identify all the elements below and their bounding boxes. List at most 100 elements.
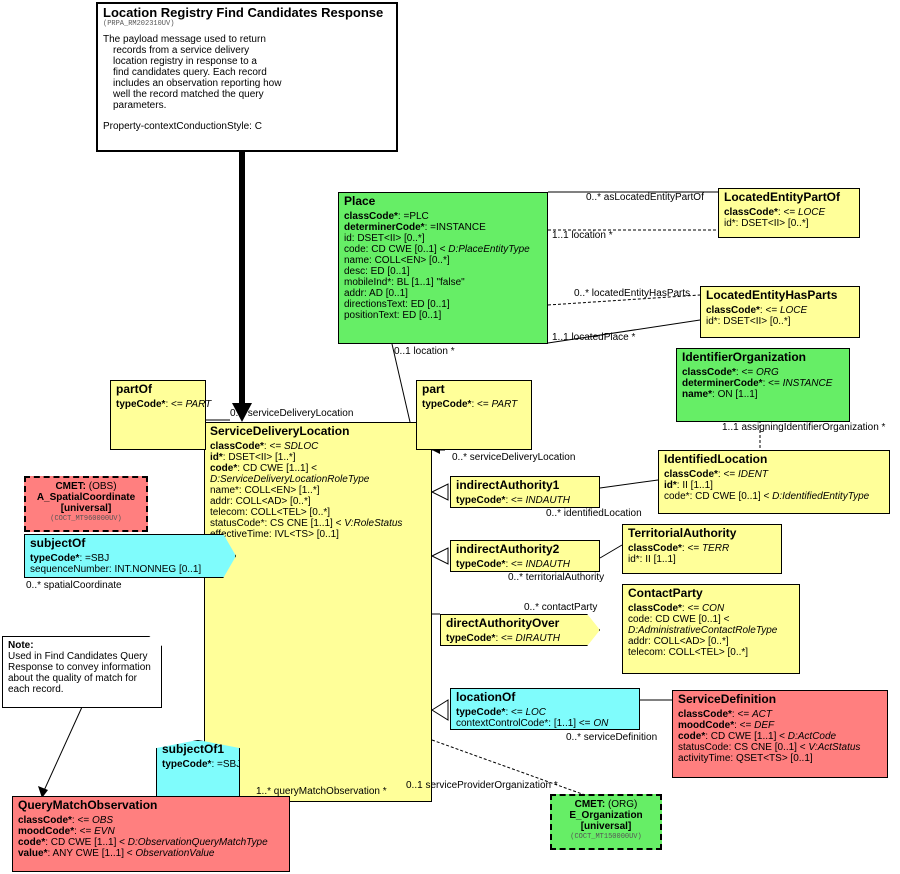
attribute-row: addr: COLL<AD> [0..*] (210, 496, 311, 507)
attribute-row: id*: DSET<II> [0..*] (706, 316, 791, 327)
entry-point-arrowhead (232, 403, 252, 422)
attribute-row: addr: AD [0..1] (344, 288, 408, 299)
attribute-row: classCode*: <= SDLOC (210, 441, 319, 452)
label-spatial-coordinate: 0..* spatialCoordinate (26, 580, 122, 591)
attribute-row: moodCode*: <= DEF (678, 720, 775, 731)
attribute-row: code*: CD CWE [1..1] < D:ObservationQuer… (18, 837, 268, 848)
service-definition-class-title: ServiceDefinition (678, 692, 777, 706)
attribute-row: contextControlCode*: [1..1] <= ON (456, 718, 609, 729)
attribute-row: id*: II [1..1] (628, 554, 676, 565)
label-identified-location: 0..* identifiedLocation (546, 508, 642, 519)
label-place-location: 0..1 location * (394, 346, 455, 357)
indirect-authority2-class-title: indirectAuthority2 (456, 542, 560, 556)
header-property: Property-contextConductionStyle: C (103, 121, 262, 132)
attribute-row: name*: COLL<EN> [1..*] (210, 485, 320, 496)
part-class-title: part (422, 382, 445, 396)
attribute-row: addr: COLL<AD> [0..*] (628, 636, 729, 647)
attribute-row: positionText: ED [0..1] (344, 310, 442, 321)
located-entity-part-of-class-title: LocatedEntityPartOf (724, 190, 841, 204)
attribute-row: classCode*: <= TERR (628, 543, 730, 554)
label-as-located-entity-part-of: 0..* asLocatedEntityPartOf (586, 192, 704, 203)
subject-of1-class: subjectOf1 typeCode*: =SBJ (156, 740, 240, 798)
attribute-row: telecom: COLL<TEL> [0..*] (628, 647, 749, 658)
identified-location-class-title: IdentifiedLocation (664, 452, 768, 466)
subject-of-class-title: subjectOf (30, 536, 86, 550)
attribute-row: typeCode*: <= PART (116, 399, 212, 410)
attribute-row: typeCode*: =SBJ (162, 759, 242, 770)
contact-party-class-title: ContactParty (628, 586, 703, 600)
attribute-row: typeCode*: <= INDAUTH (456, 495, 570, 506)
attribute-row: classCode*: <= LOCE (724, 207, 826, 218)
attribute-row: determinerCode*: =INSTANCE (344, 222, 486, 233)
attribute-row: D:AdministrativeContactRoleType (628, 625, 778, 636)
label-location-1: 1..1 location * (552, 230, 613, 241)
label-contact-party: 0..* contactParty (524, 602, 598, 613)
query-match-observation-class-title: QueryMatchObservation (18, 798, 158, 812)
part-of-class: partOf typeCode*: <= PART (110, 380, 212, 450)
indirect-authority1-class: indirectAuthority1 typeCode*: <= INDAUTH (450, 476, 600, 508)
attribute-row: effectiveTime: IVL<TS> [0..1] (210, 529, 339, 540)
direct-authority-over-class: directAuthorityOver typeCode*: <= DIRAUTH (440, 614, 600, 646)
header-description: The payload message used to return recor… (103, 34, 282, 111)
attribute-row: classCode*: <= ACT (678, 709, 772, 720)
label-service-definition: 0..* serviceDefinition (566, 732, 658, 743)
attribute-row: statusCode*: CS CNE [1..1] < V:RoleStatu… (210, 518, 403, 529)
attribute-row: code: CD CWE [0..1] < (628, 614, 730, 625)
attribute-row: typeCode*: <= INDAUTH (456, 559, 570, 570)
attribute-row: activityTime: QSET<TS> [0..1] (678, 753, 813, 764)
attribute-row: code: CD CWE [0..1] < D:PlaceEntityType (344, 244, 530, 255)
attribute-row: D:ServiceDeliveryLocationRoleType (210, 474, 370, 485)
attribute-row: id*: II [1..1] (664, 480, 713, 491)
label-assigning-identifier-org: 1..1 assigningIdentifierOrganization * (722, 422, 886, 433)
label-service-provider-org: 0..1 serviceProviderOrganization * (406, 780, 558, 791)
attribute-row: statusCode: CS CNE [0..1] < V:ActStatus (678, 742, 861, 753)
attribute-row: moodCode*: <= EVN (18, 826, 115, 837)
direct-authority-over-class-title: directAuthorityOver (446, 616, 560, 630)
attribute-row: name: COLL<EN> [0..*] (344, 255, 450, 266)
note-box: Note: Used in Find Candidates Query Resp… (2, 636, 162, 708)
subject-of1-class-title: subjectOf1 (162, 742, 225, 756)
attribute-row: typeCode*: =SBJ (30, 553, 110, 564)
attribute-row: telecom: COLL<TEL> [0..*] (210, 507, 331, 518)
territorial-authority-class-title: TerritorialAuthority (628, 526, 737, 540)
located-entity-has-parts-class: LocatedEntityHasParts classCode*: <= LOCE… (700, 286, 860, 338)
located-entity-has-parts-class-title: LocatedEntityHasParts (706, 288, 838, 302)
service-delivery-location-class: ServiceDeliveryLocation classCode*: <= SD… (204, 422, 432, 802)
label-sdl-part: 0..* serviceDeliveryLocation (452, 452, 576, 463)
attribute-row: classCode*: <= CON (628, 603, 725, 614)
part-of-class-title: partOf (116, 382, 152, 396)
attribute-row: typeCode*: <= LOC (456, 707, 547, 718)
attribute-row: classCode*: =PLC (344, 211, 429, 222)
attribute-row: value*: ANY CWE [1..1] < ObservationValu… (18, 848, 215, 859)
indirect-authority1-class-title: indirectAuthority1 (456, 478, 560, 492)
service-delivery-location-class-title: ServiceDeliveryLocation (210, 424, 350, 438)
attribute-row: code*: CD CWE [0..1] < D:IdentifiedEntit… (664, 491, 870, 502)
part-class: part typeCode*: <= PART (416, 380, 532, 450)
label-located-entity-has-parts: 0..* locatedEntityHasParts (574, 288, 691, 299)
attribute-row: sequenceNumber: INT.NONNEG [0..1] (30, 564, 202, 575)
label-territorial-authority: 0..* territorialAuthority (508, 572, 605, 583)
attribute-row: typeCode*: <= DIRAUTH (446, 633, 560, 644)
header-box: Location Registry Find Candidates Respon… (96, 2, 398, 152)
place-class-title: Place (344, 194, 376, 208)
label-located-place: 1..1 locatedPlace * (552, 332, 636, 343)
attribute-row: classCode*: <= OBS (18, 815, 114, 826)
location-of-class-title: locationOf (456, 690, 516, 704)
attribute-row: id: DSET<II> [0..*] (344, 233, 425, 244)
cmet-e-organization: CMET: (ORG) E_Organization [universal] (… (550, 794, 662, 850)
label-query-match-observation: 1..* queryMatchObservation * (256, 786, 387, 797)
attribute-row: mobileInd*: BL [1..1] "false" (344, 277, 465, 288)
attribute-row: code*: CD CWE [1..1] < D:ActCode (678, 731, 837, 742)
attribute-row: classCode*: <= LOCE (706, 305, 808, 316)
header-code: (PRPA_RM202310UV) (103, 20, 175, 28)
attribute-row: code*: CD CWE [1..1] < (210, 463, 317, 474)
attribute-row: classCode*: <= ORG (682, 367, 779, 378)
attribute-row: typeCode*: <= PART (422, 399, 518, 410)
